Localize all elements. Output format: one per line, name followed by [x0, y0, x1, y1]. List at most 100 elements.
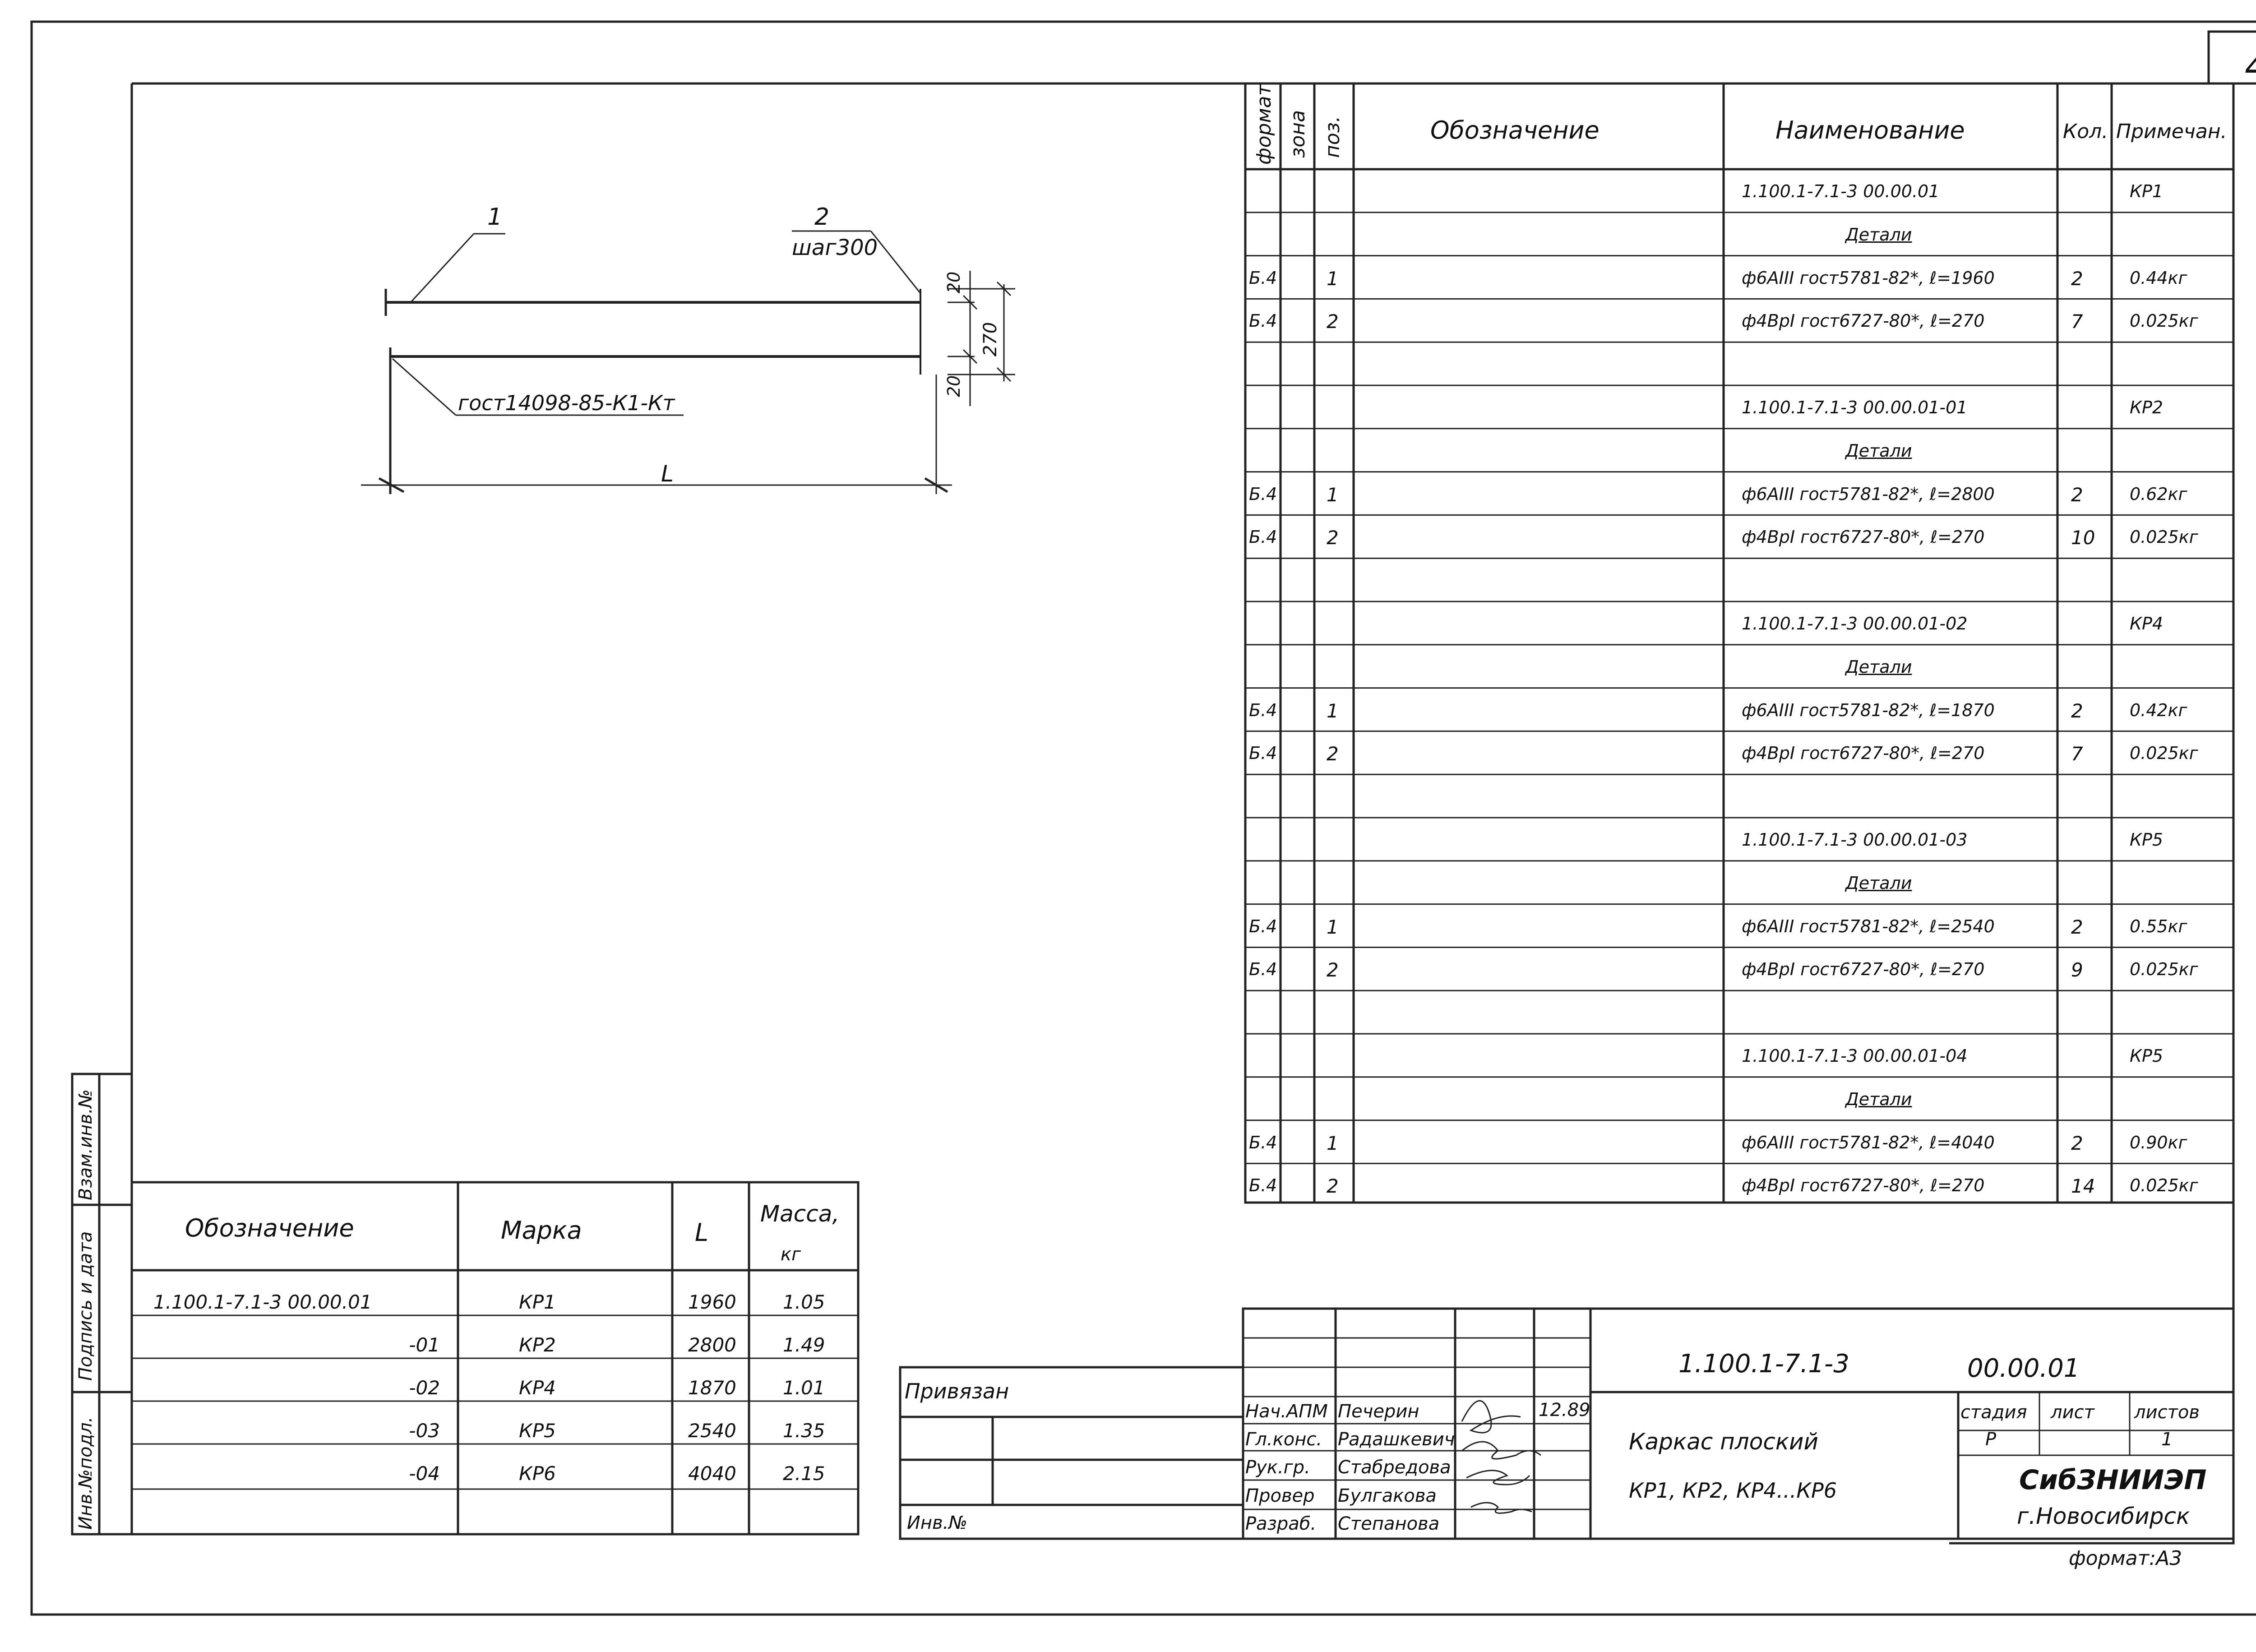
spec-cell-note: КР1 [2130, 181, 2164, 201]
mass-cell-length: 2800 [688, 1334, 736, 1356]
spec-cell-name: ф6АIII гост5781-82*, ℓ=1870 [1742, 700, 1995, 720]
spec-cell-qty: 2 [2071, 699, 2083, 722]
label-pos1: 1 [487, 204, 503, 231]
spec-cell-format: Б.4 [1249, 1175, 1277, 1196]
mass-cell-mark: КР5 [519, 1420, 556, 1442]
side-stamp-grid [71, 1073, 133, 1536]
person-name: Печерин [1338, 1401, 1419, 1422]
spec-cell-name: ф4ВрI гост6727-80*, ℓ=270 [1742, 1175, 1985, 1196]
label-weld: гост14098-85-К1-Кт [458, 391, 675, 415]
mass-cell-mark: КР1 [519, 1291, 556, 1313]
spec-header-note: Примечан. [2116, 120, 2227, 143]
mass-cell-designation: -03 [409, 1420, 440, 1442]
title-line2: КР1, КР2, КР4...КР6 [1629, 1478, 1837, 1503]
mass-header-length: L [695, 1218, 709, 1247]
mass-header-mass: Масса, [760, 1201, 840, 1227]
mass-cell-mark: КР4 [519, 1377, 556, 1399]
title-code: 1.100.1-7.1-3 [1678, 1349, 1849, 1379]
mass-cell-designation: -02 [409, 1377, 440, 1399]
side-stamp-inv: Инв.№подл. [75, 1416, 96, 1530]
spec-header-designation: Обозначение [1430, 116, 1600, 144]
side-stamp-replaced: Взам.инв.№ [75, 1089, 96, 1200]
label-pos2: 2 [814, 204, 830, 231]
person-role: Нач.АПМ [1245, 1401, 1328, 1422]
attached-inv: Инв.№ [907, 1513, 967, 1533]
mass-cell-length: 1960 [688, 1291, 736, 1313]
mass-cell-designation: -01 [409, 1334, 440, 1356]
spec-cell-qty: 10 [2071, 527, 2095, 549]
spec-cell-name: 1.100.1-7.1-3 00.00.01 [1742, 181, 1940, 201]
spec-cell-note: 0.025кг [2130, 527, 2198, 547]
person-role: Разраб. [1245, 1513, 1317, 1534]
label-length: L [661, 461, 674, 487]
spec-cell-qty: 2 [2071, 1132, 2083, 1154]
spec-cell-pos: 1 [1327, 267, 1339, 290]
spec-cell-name: ф4ВрI гост6727-80*, ℓ=270 [1742, 311, 1985, 331]
spec-cell-qty: 2 [2071, 267, 2083, 290]
spec-cell-qty: 14 [2071, 1175, 2095, 1198]
outer-border [30, 20, 2256, 1616]
attached-label: Привязан [905, 1379, 1009, 1403]
title-format: формат:А3 [2069, 1547, 2182, 1570]
spec-cell-name: Детали [1845, 657, 1912, 677]
person-role: Рук.гр. [1245, 1457, 1310, 1478]
person-name: Стабредова [1338, 1457, 1451, 1478]
spec-cell-note: 0.025кг [2130, 1175, 2198, 1196]
title-doc-num: 00.00.01 [1967, 1354, 2080, 1383]
mass-header-mark: Марка [501, 1216, 582, 1245]
person-name: Радашкевич [1338, 1429, 1455, 1450]
spec-cell-format: Б.4 [1249, 916, 1277, 936]
dim-bot: 20 [944, 375, 964, 397]
spec-cell-name: Детали [1845, 873, 1912, 893]
mass-cell-designation: -04 [409, 1462, 440, 1485]
title-city: г.Новосибирск [2017, 1503, 2190, 1529]
spec-cell-note: 0.44кг [2130, 268, 2187, 288]
dim-mid: 270 [980, 322, 1001, 356]
spec-cell-name: ф6АIII гост5781-82*, ℓ=4040 [1742, 1132, 1995, 1152]
spec-cell-name: 1.100.1-7.1-3 00.00.01-01 [1742, 398, 1968, 417]
spec-cell-note: 0.025кг [2130, 959, 2198, 980]
spec-cell-qty: 2 [2071, 483, 2083, 506]
spec-header-zone: зона [1286, 110, 1309, 158]
spec-cell-pos: 2 [1327, 310, 1339, 333]
spec-cell-note: КР4 [2130, 614, 2164, 634]
spec-cell-note: КР5 [2130, 1046, 2164, 1066]
spec-cell-format: Б.4 [1249, 700, 1277, 720]
title-sheet-header: лист [2051, 1402, 2094, 1423]
signature-marks [1461, 1400, 1541, 1514]
spec-cell-name: ф4ВрI гост6727-80*, ℓ=270 [1742, 743, 1985, 764]
mass-cell-mass: 1.49 [783, 1334, 825, 1356]
spec-cell-name: Детали [1845, 1089, 1912, 1109]
spec-cell-pos: 1 [1327, 699, 1339, 722]
spec-cell-qty: 2 [2071, 916, 2083, 938]
person-role: Гл.конс. [1245, 1429, 1322, 1450]
spec-cell-name: 1.100.1-7.1-3 00.00.01-02 [1742, 614, 1968, 634]
title-sheets: 1 [2161, 1429, 2173, 1450]
spec-cell-pos: 2 [1327, 527, 1339, 549]
spec-cell-pos: 2 [1327, 743, 1339, 765]
mass-cell-designation: 1.100.1-7.1-3 00.00.01 [153, 1291, 372, 1313]
title-block-grid [1242, 1307, 2235, 1540]
spec-cell-name: 1.100.1-7.1-3 00.00.01-03 [1742, 830, 1968, 850]
person-name: Булгакова [1338, 1485, 1437, 1506]
spec-cell-note: 0.90кг [2130, 1132, 2187, 1152]
spec-cell-note: 0.025кг [2130, 743, 2198, 764]
person-name: Степанова [1338, 1513, 1440, 1534]
dim-top: 20 [944, 271, 964, 293]
title-line1: Каркас плоский [1629, 1429, 1819, 1455]
spec-cell-name: Детали [1845, 440, 1912, 461]
spec-cell-name: ф4ВрI гост6727-80*, ℓ=270 [1742, 959, 1985, 980]
mass-cell-length: 1870 [688, 1377, 736, 1399]
spec-cell-qty: 9 [2071, 959, 2083, 981]
spec-header-qty: Кол. [2063, 120, 2108, 143]
spec-cell-format: Б.4 [1249, 1132, 1277, 1152]
frame-drawing [361, 230, 1015, 494]
mass-header-designation: Обозначение [185, 1214, 354, 1242]
spec-cell-format: Б.4 [1249, 959, 1277, 980]
mass-cell-mass: 1.35 [783, 1420, 825, 1442]
spec-cell-name: ф4ВрI гост6727-80*, ℓ=270 [1742, 527, 1985, 547]
title-org: СибЗНИИЭП [2019, 1464, 2207, 1496]
mass-header-unit: кг [781, 1244, 801, 1265]
spec-cell-pos: 2 [1327, 1175, 1339, 1198]
